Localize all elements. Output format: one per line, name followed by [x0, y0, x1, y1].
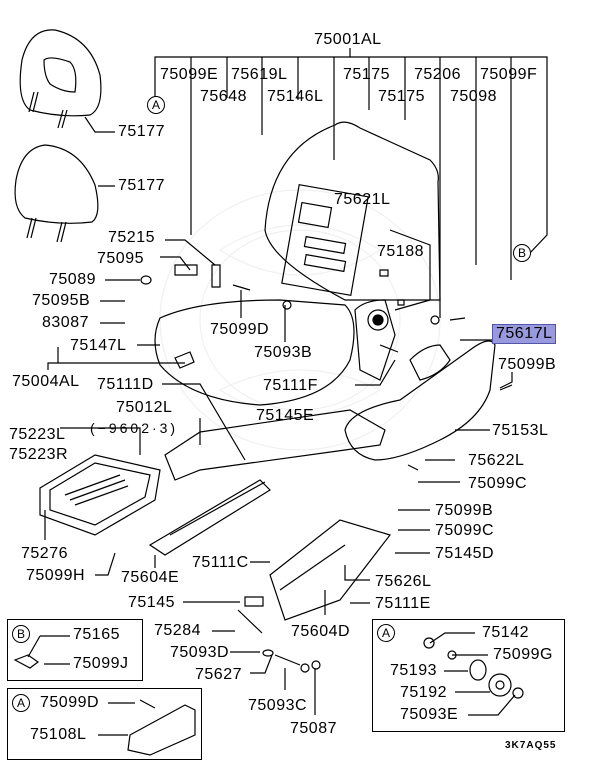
part-label-75206[interactable]: 75206 [414, 66, 461, 83]
part-label-75145d[interactable]: 75145D [435, 545, 495, 562]
small-parts [141, 265, 512, 672]
watermark-logo [160, 190, 440, 450]
inset-box-a-right [372, 619, 565, 732]
recliner-mechanism [355, 300, 398, 380]
bracket-75001al [155, 48, 547, 318]
part-label-75177-b[interactable]: 75177 [118, 177, 165, 194]
side-cover [345, 341, 495, 460]
part-label-75095b[interactable]: 75095B [32, 292, 91, 309]
inset-a-right-parts [424, 633, 523, 715]
seat-back [265, 122, 440, 310]
callout-a: A [147, 96, 165, 114]
part-label-75099f[interactable]: 75099F [480, 66, 538, 83]
part-label-75145[interactable]: 75145 [128, 594, 175, 611]
headrest-1 [20, 30, 115, 132]
inset-a-right-callout: A [377, 624, 395, 642]
inset-box-b [7, 619, 143, 681]
callout-b: B [513, 244, 531, 262]
inset-a-left-label-75108l[interactable]: 75108L [30, 726, 87, 743]
part-label-75099h[interactable]: 75099H [26, 567, 86, 584]
part-label-75621l[interactable]: 75621L [334, 191, 391, 208]
part-label-83087[interactable]: 83087 [42, 314, 89, 331]
part-label-75012l[interactable]: 75012L [116, 399, 173, 416]
part-label-75099b-right[interactable]: 75099B [498, 356, 557, 373]
part-label-75093c[interactable]: 75093C [248, 697, 308, 714]
part-label-75099b[interactable]: 75099B [435, 502, 494, 519]
inset-a-right-label-75099g[interactable]: 75099G [493, 646, 553, 663]
part-label-75604d[interactable]: 75604D [291, 623, 351, 640]
seat-frame [150, 410, 390, 620]
part-label-75622l[interactable]: 75622L [468, 452, 525, 469]
inset-a-left-label-75099d[interactable]: 75099D [40, 694, 100, 711]
inset-box-a-left [7, 688, 202, 760]
part-label-75095[interactable]: 75095 [97, 250, 144, 267]
part-label-75093b[interactable]: 75093B [254, 344, 313, 361]
inset-b-label-75165[interactable]: 75165 [73, 626, 120, 643]
part-label-75175-a[interactable]: 75175 [343, 66, 390, 83]
part-label-75215[interactable]: 75215 [108, 229, 155, 246]
part-label-75012l-note: (−9602·3) [90, 420, 179, 436]
part-label-75111d[interactable]: 75111D [97, 376, 154, 393]
part-label-75276[interactable]: 75276 [21, 545, 68, 562]
under-seat-tray [40, 455, 160, 535]
part-label-75093d[interactable]: 75093D [170, 644, 230, 661]
inset-b-parts [15, 636, 70, 668]
part-label-75604e[interactable]: 75604E [121, 569, 180, 586]
part-label-75004al[interactable]: 75004AL [12, 373, 80, 390]
inset-b-label-75099j[interactable]: 75099J [73, 655, 129, 672]
part-label-75111c[interactable]: 75111C [192, 554, 249, 571]
inset-a-left-parts [98, 700, 195, 755]
leader-lines [45, 240, 512, 715]
part-label-75111f[interactable]: 75111F [263, 377, 318, 394]
inset-a-right-label-75142[interactable]: 75142 [482, 624, 529, 641]
part-label-75001al[interactable]: 75001AL [314, 31, 382, 48]
part-label-75223r[interactable]: 75223R [9, 446, 69, 463]
part-label-75617l-highlighted[interactable]: 75617L [492, 324, 557, 344]
part-label-75188[interactable]: 75188 [377, 243, 424, 260]
part-label-75284[interactable]: 75284 [154, 622, 201, 639]
part-label-75089[interactable]: 75089 [49, 271, 96, 288]
inset-b-callout: B [12, 625, 30, 643]
part-label-75648[interactable]: 75648 [200, 88, 247, 105]
part-label-75099c-b[interactable]: 75099C [435, 522, 495, 539]
part-label-75626l[interactable]: 75626L [375, 573, 432, 590]
part-label-75145e[interactable]: 75145E [256, 407, 315, 424]
seat-cushion [155, 300, 354, 405]
part-label-75099c-a[interactable]: 75099C [468, 475, 528, 492]
inset-a-left-callout: A [12, 694, 30, 712]
part-label-75146l[interactable]: 75146L [267, 88, 324, 105]
part-label-75147l[interactable]: 75147L [70, 337, 127, 354]
inset-a-right-label-75193[interactable]: 75193 [390, 662, 437, 679]
part-label-75619l[interactable]: 75619L [231, 66, 288, 83]
part-label-75111e[interactable]: 75111E [375, 595, 431, 612]
part-label-75223l[interactable]: 75223L [9, 426, 66, 443]
figure-code: 3K7AQ55 [505, 740, 557, 751]
part-label-75627[interactable]: 75627 [195, 666, 242, 683]
part-label-75098[interactable]: 75098 [450, 88, 497, 105]
part-label-75099e[interactable]: 75099E [160, 66, 219, 83]
part-label-75177-a[interactable]: 75177 [118, 123, 165, 140]
inset-a-right-label-75093e[interactable]: 75093E [400, 706, 459, 723]
part-label-75099d[interactable]: 75099D [210, 321, 270, 338]
part-label-75087[interactable]: 75087 [290, 720, 337, 737]
part-label-75153l[interactable]: 75153L [492, 422, 549, 439]
inset-a-right-label-75192[interactable]: 75192 [400, 684, 447, 701]
headrest-2 [15, 145, 115, 242]
part-label-75175-b[interactable]: 75175 [378, 88, 425, 105]
